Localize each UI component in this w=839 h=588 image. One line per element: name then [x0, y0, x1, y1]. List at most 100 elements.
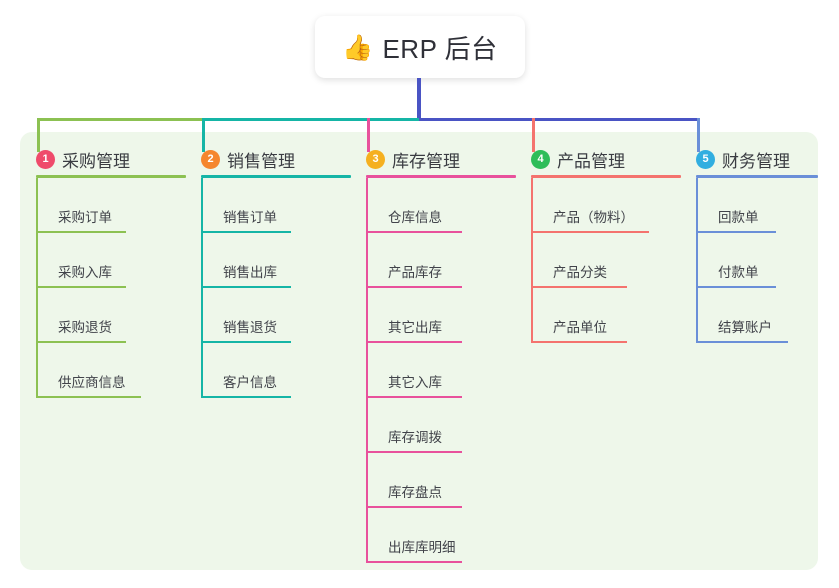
leaf-label: 销售订单	[223, 210, 277, 225]
leaf-label: 库存调拨	[388, 430, 442, 445]
category-column-3: 3 库存管理仓库信息产品库存其它出库其它入库库存调拨库存盘点出库库明细	[366, 140, 516, 563]
leaf-underline	[201, 286, 291, 288]
leaf-node[interactable]: 客户信息	[201, 343, 351, 398]
column-spine	[696, 178, 698, 343]
leaf-list: 仓库信息产品库存其它出库其它入库库存调拨库存盘点出库库明细	[366, 178, 516, 563]
category-header-4[interactable]: 4 产品管理	[531, 140, 681, 178]
leaf-underline	[696, 231, 776, 233]
leaf-label: 供应商信息	[58, 375, 126, 390]
category-drop-line-3	[367, 118, 370, 152]
category-number-badge: 4	[531, 149, 550, 169]
leaf-label: 结算账户	[718, 320, 772, 335]
category-drop-line-5	[697, 118, 700, 152]
leaf-node[interactable]: 供应商信息	[36, 343, 186, 398]
leaf-label: 产品（物料）	[553, 210, 634, 225]
category-column-4: 4 产品管理产品（物料） 产品分类产品单位	[531, 140, 681, 343]
leaf-list: 采购订单采购入库采购退货供应商信息	[36, 178, 186, 398]
category-underline	[366, 175, 516, 178]
root-title: ERP 后台	[382, 33, 498, 64]
leaf-node[interactable]: 采购退货	[36, 288, 186, 343]
category-label: 财务管理	[722, 151, 790, 171]
leaf-node[interactable]: 仓库信息	[366, 178, 516, 233]
leaf-node[interactable]: 回款单	[696, 178, 818, 233]
leaf-node[interactable]: 销售出库	[201, 233, 351, 288]
leaf-label: 出库库明细	[388, 540, 456, 555]
leaf-label: 采购退货	[58, 320, 112, 335]
leaf-list: 产品（物料） 产品分类产品单位	[531, 178, 681, 343]
leaf-node[interactable]: 采购入库	[36, 233, 186, 288]
leaf-node[interactable]: 销售退货	[201, 288, 351, 343]
category-number-badge: 1	[36, 149, 55, 169]
category-number-badge: 5	[696, 149, 715, 169]
leaf-underline	[201, 341, 291, 343]
column-spine	[366, 178, 368, 563]
category-underline	[201, 175, 351, 178]
column-spine	[531, 178, 533, 343]
leaf-label: 销售出库	[223, 265, 277, 280]
leaf-label: 采购订单	[58, 210, 112, 225]
category-label: 产品管理	[557, 151, 625, 171]
leaf-underline	[366, 506, 462, 508]
root-drop-line	[417, 78, 421, 121]
leaf-underline	[366, 451, 462, 453]
bus-segment-green	[37, 118, 204, 121]
leaf-label: 产品分类	[553, 265, 607, 280]
category-number-badge: 3	[366, 149, 385, 169]
category-label: 销售管理	[227, 151, 295, 171]
leaf-node[interactable]: 出库库明细	[366, 508, 516, 563]
leaf-list: 回款单付款单结算账户	[696, 178, 818, 343]
category-header-2[interactable]: 2 销售管理	[201, 140, 351, 178]
leaf-node[interactable]: 采购订单	[36, 178, 186, 233]
thumbs-up-icon: 👍	[342, 32, 374, 62]
leaf-underline	[36, 341, 126, 343]
leaf-underline	[366, 341, 462, 343]
category-number-badge: 2	[201, 149, 220, 169]
leaf-label: 客户信息	[223, 375, 277, 390]
leaf-node[interactable]: 其它出库	[366, 288, 516, 343]
leaf-node[interactable]: 结算账户	[696, 288, 818, 343]
category-label: 库存管理	[392, 151, 460, 171]
leaf-node[interactable]: 产品（物料）	[531, 178, 681, 233]
category-header-3[interactable]: 3 库存管理	[366, 140, 516, 178]
leaf-underline	[366, 396, 462, 398]
leaf-node[interactable]: 产品库存	[366, 233, 516, 288]
leaf-node[interactable]: 产品分类	[531, 233, 681, 288]
leaf-node[interactable]: 付款单	[696, 233, 818, 288]
category-header-1[interactable]: 1 采购管理	[36, 140, 186, 178]
category-column-1: 1 采购管理采购订单采购入库采购退货供应商信息	[36, 140, 186, 398]
leaf-underline	[366, 561, 462, 563]
category-underline	[696, 175, 818, 178]
leaf-node[interactable]: 销售订单	[201, 178, 351, 233]
leaf-label: 回款单	[718, 210, 759, 225]
leaf-label: 其它出库	[388, 320, 442, 335]
leaf-underline	[366, 286, 462, 288]
leaf-label: 仓库信息	[388, 210, 442, 225]
category-drop-line-1	[37, 118, 40, 152]
leaf-node[interactable]: 其它入库	[366, 343, 516, 398]
leaf-node[interactable]: 库存调拨	[366, 398, 516, 453]
category-underline	[531, 175, 681, 178]
categories-panel	[20, 132, 818, 570]
category-header-5[interactable]: 5 财务管理	[696, 140, 818, 178]
leaf-label: 其它入库	[388, 375, 442, 390]
category-drop-line-2	[202, 118, 205, 152]
leaf-underline	[36, 396, 141, 398]
leaf-underline	[531, 341, 627, 343]
leaf-label: 产品库存	[388, 265, 442, 280]
leaf-underline	[36, 231, 126, 233]
leaf-node[interactable]: 库存盘点	[366, 453, 516, 508]
leaf-underline	[696, 286, 776, 288]
category-label: 采购管理	[62, 151, 130, 171]
leaf-underline	[201, 396, 291, 398]
category-column-2: 2 销售管理销售订单销售出库销售退货客户信息	[201, 140, 351, 398]
root-node[interactable]: 👍 ERP 后台	[315, 16, 525, 78]
leaf-node[interactable]: 产品单位	[531, 288, 681, 343]
leaf-label: 库存盘点	[388, 485, 442, 500]
leaf-underline	[201, 231, 291, 233]
leaf-list: 销售订单销售出库销售退货客户信息	[201, 178, 351, 398]
leaf-underline	[696, 341, 788, 343]
category-underline	[36, 175, 186, 178]
column-spine	[201, 178, 203, 398]
bus-segment-teal	[202, 118, 419, 121]
